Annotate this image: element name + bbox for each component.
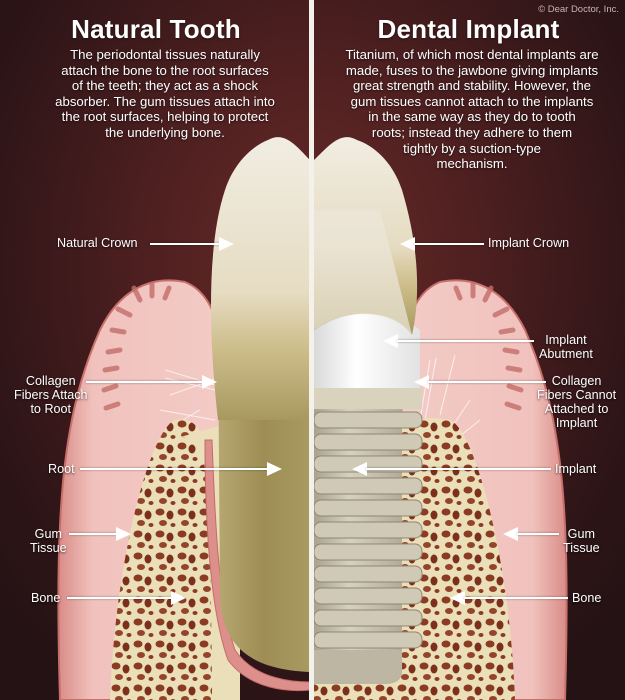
desc-line: in the same way as they do to tooth	[368, 109, 576, 125]
label-implant-crown: Implant Crown	[488, 236, 570, 250]
leader-line	[414, 243, 484, 245]
desc-line: the root surfaces, helping to protect	[61, 109, 269, 125]
arrow-left-icon	[400, 237, 415, 251]
arrow-left-icon	[383, 334, 398, 348]
implant-body	[313, 387, 423, 684]
leader-line	[67, 597, 173, 599]
arrow-right-icon	[171, 591, 186, 605]
leader-line	[86, 381, 204, 383]
label-line: Abutment	[539, 347, 593, 361]
desc-line: Titanium, of which most dental implants …	[345, 47, 599, 62]
label-bone-right: Bone	[572, 591, 602, 605]
left-bone	[110, 419, 220, 700]
label-gum-tissue-right: Gum Tissue	[563, 527, 600, 555]
leader-line	[150, 243, 220, 245]
desc-line: of the teeth; they act as a shock	[71, 78, 259, 94]
arrow-left-icon	[414, 375, 429, 389]
arrow-right-icon	[116, 527, 131, 541]
natural-crown	[210, 137, 310, 420]
leader-line	[366, 468, 551, 470]
label-line: Collagen	[551, 374, 602, 388]
desc-line: mechanism.	[436, 156, 508, 172]
leader-line	[428, 381, 546, 383]
label-implant-abutment: Implant Abutment	[539, 333, 593, 361]
desc-line: made, fuses to the jawbone giving implan…	[345, 62, 599, 78]
arrow-left-icon	[503, 527, 518, 541]
desc-line: roots; instead they adhere to them	[371, 124, 573, 140]
label-line: Fibers Cannot	[537, 388, 617, 402]
label-collagen-cannot-attach: Collagen Fibers Cannot Attached to Impla…	[537, 374, 616, 430]
leader-line	[464, 597, 568, 599]
label-collagen-attach: Collagen Fibers Attach to Root	[14, 374, 88, 416]
desc-line: attach the bone to the root surfaces	[61, 62, 269, 78]
desc-line: great strength and stability. However, t…	[353, 78, 591, 94]
desc-line: the underlying bone.	[105, 124, 225, 140]
label-line: Tissue	[30, 541, 67, 555]
implant-abutment	[314, 313, 420, 388]
label-gum-tissue: Gum Tissue	[30, 527, 67, 555]
label-line: Gum	[567, 527, 595, 541]
label-line: Gum	[34, 527, 62, 541]
label-root: Root	[48, 462, 75, 476]
desc-line: tightly by a suction-type	[403, 140, 541, 156]
copyright-notice: © Dear Doctor, Inc.	[538, 4, 619, 15]
arrow-right-icon	[267, 462, 282, 476]
right-bone	[395, 418, 515, 700]
leader-line	[69, 533, 117, 535]
label-line: to Root	[30, 402, 72, 416]
desc-line: The periodontal tissues naturally	[70, 47, 260, 62]
center-divider	[309, 0, 314, 700]
leader-line	[80, 468, 268, 470]
label-line: Implant	[545, 333, 587, 347]
label-bone: Bone	[31, 591, 61, 605]
right-panel-title: Dental Implant	[377, 14, 560, 44]
left-panel-description: The periodontal tissues naturally attach…	[40, 47, 290, 141]
right-panel-description: Titanium, of which most dental implants …	[322, 47, 622, 172]
label-line: Collagen	[25, 374, 76, 388]
label-line: Attached to	[544, 402, 609, 416]
leader-line	[517, 533, 559, 535]
leader-line	[397, 340, 534, 342]
label-natural-crown: Natural Crown	[57, 236, 138, 250]
label-line: Implant	[555, 416, 598, 430]
left-panel-title: Natural Tooth	[71, 14, 241, 44]
desc-line: gum tissues cannot attach to the implant…	[350, 93, 594, 109]
arrow-right-icon	[219, 237, 234, 251]
label-line: Fibers Attach	[14, 388, 88, 402]
desc-line: absorber. The gum tissues attach into	[55, 93, 275, 109]
label-line: Tissue	[563, 541, 600, 555]
arrow-right-icon	[202, 375, 217, 389]
arrow-left-icon	[450, 591, 465, 605]
label-implant: Implant	[555, 462, 597, 476]
arrow-left-icon	[352, 462, 367, 476]
